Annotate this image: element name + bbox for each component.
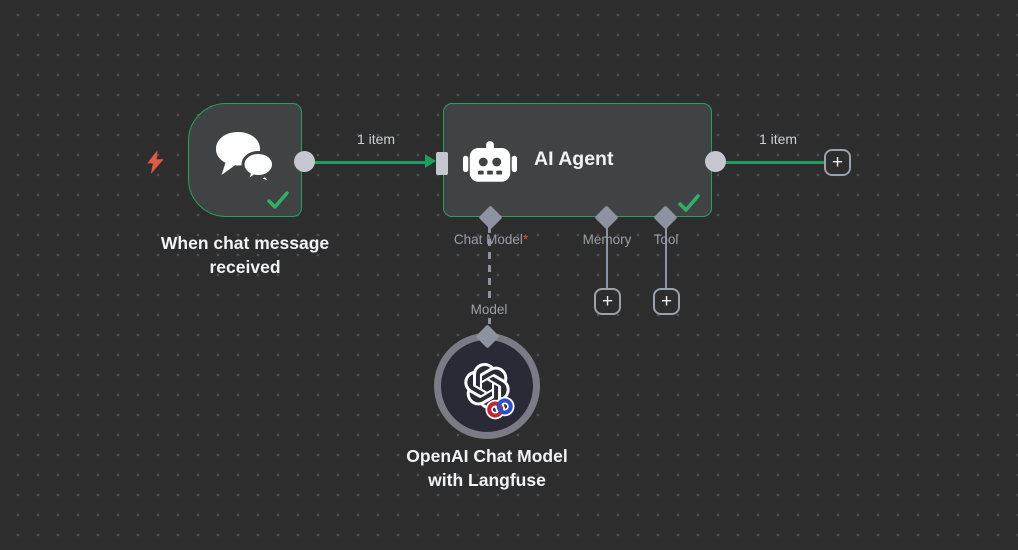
edge-agent-output — [726, 160, 825, 164]
memory-stub-line — [605, 226, 608, 289]
success-checkmark-icon — [267, 191, 289, 209]
chat-bubbles-icon — [216, 132, 275, 183]
node-openai-chat-model[interactable] — [434, 333, 540, 439]
node-chat-trigger[interactable] — [188, 103, 302, 217]
agent-output-connector[interactable] — [705, 151, 726, 172]
edge-item-count-label: 1 item — [356, 131, 396, 147]
trigger-output-connector[interactable] — [294, 151, 315, 172]
edge-item-count-label: 1 item — [758, 131, 798, 147]
edge-trigger-to-agent — [306, 160, 428, 164]
edge-arrowhead-icon — [425, 154, 436, 168]
lightning-bolt-icon — [147, 150, 164, 174]
required-asterisk: * — [522, 232, 529, 247]
langfuse-mark-icon — [485, 396, 515, 420]
add-next-node-button[interactable]: + — [824, 149, 851, 176]
chat-model-label-text: Chat Model — [453, 232, 523, 247]
chat-model-port-label: Chat Model* — [428, 232, 554, 247]
add-tool-button[interactable]: + — [653, 288, 680, 315]
trigger-node-title: When chat message received — [160, 233, 330, 277]
success-checkmark-icon — [678, 194, 700, 212]
tool-port-label: Tool — [653, 232, 679, 247]
model-node-title: OpenAI Chat Model with Langfuse — [406, 446, 568, 490]
edge-chat-model — [488, 226, 491, 330]
model-edge-label: Model — [452, 301, 526, 318]
robot-icon — [463, 141, 517, 182]
agent-input-connector[interactable] — [436, 152, 448, 175]
tool-stub-line — [664, 226, 667, 289]
node-ai-agent[interactable]: AI Agent — [436, 103, 712, 217]
agent-node-title: AI Agent — [534, 147, 614, 170]
add-memory-button[interactable]: + — [594, 288, 621, 315]
memory-port-label: Memory — [582, 232, 632, 247]
openai-logo-icon — [464, 363, 510, 409]
